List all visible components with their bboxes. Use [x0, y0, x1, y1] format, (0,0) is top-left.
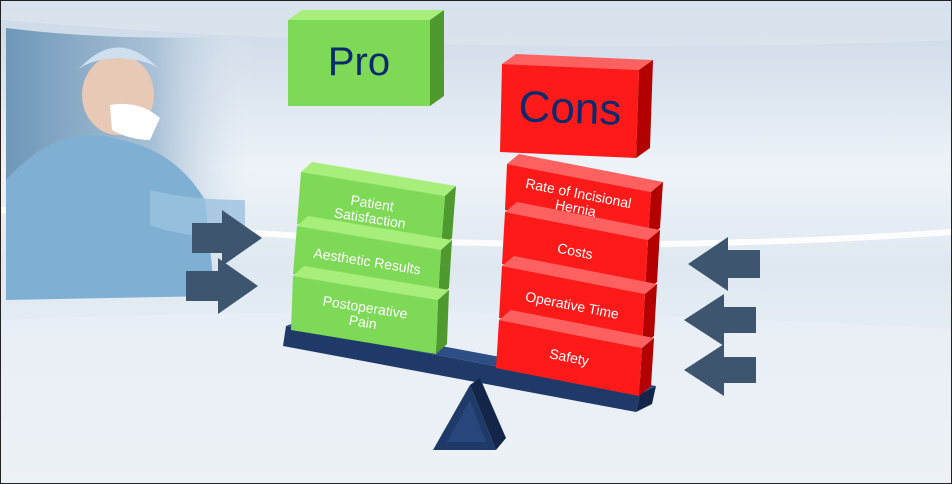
pro-heading: Pro [327, 40, 391, 85]
cons-heading: Cons [517, 82, 623, 136]
surgeon-photo [6, 28, 255, 300]
bg-band-top [0, 0, 952, 47]
pro-heading-block [288, 10, 444, 106]
arrow-right-icon [186, 258, 258, 314]
arrow-left-icon [684, 344, 756, 396]
arrow-right-icon [192, 210, 262, 266]
cons-block-1 [505, 154, 663, 238]
arrow-left-icon [684, 294, 756, 346]
arrow-left-icon [688, 237, 760, 291]
cons-block-3 [499, 256, 657, 346]
pro-block-3 [291, 266, 449, 354]
cons-block-4 [496, 310, 654, 396]
fulcrum-icon [433, 378, 506, 450]
cons-block-2 [502, 202, 660, 292]
cons-heading-block [500, 54, 653, 158]
